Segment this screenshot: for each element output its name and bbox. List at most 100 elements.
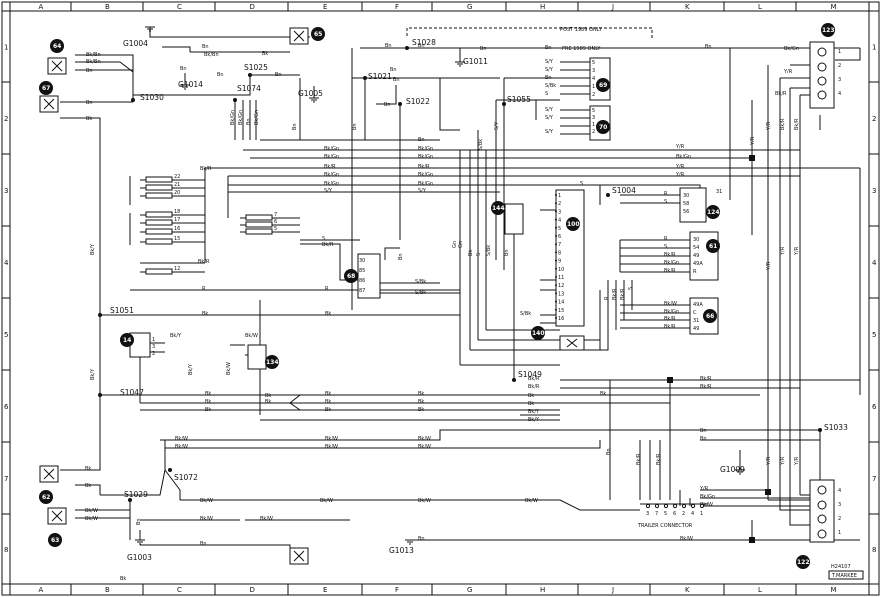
- pin-70: 5: [592, 108, 595, 114]
- wire-label-vertical: Bn: [246, 118, 252, 125]
- fuse-6: [245, 221, 273, 228]
- grid-col-label: A: [39, 3, 44, 11]
- component-callout-66: [703, 309, 717, 323]
- wire-label: Bn: [202, 44, 209, 50]
- wire-label: Bn: [86, 100, 93, 106]
- grid-row-label: 1: [872, 44, 876, 52]
- wire-label: Bk/Gn: [324, 181, 339, 187]
- wire-label: R: [664, 191, 668, 197]
- wire-label: Bn: [480, 46, 487, 52]
- component-124: [679, 187, 707, 223]
- wire-label: Bk/W: [325, 436, 338, 442]
- grid-col-label: E: [323, 586, 327, 594]
- fuse-number: 20: [174, 190, 180, 196]
- wire-label-vertical: Y/R: [766, 121, 772, 131]
- wire-label-vertical: Bk/R: [612, 288, 618, 300]
- wire-label: Bk/R: [700, 376, 712, 382]
- wire-label-vertical: Bk/R: [620, 288, 626, 300]
- component-callout-14: [120, 333, 134, 347]
- splice-s1004: S1004: [612, 186, 636, 195]
- component-callout-64: [50, 39, 64, 53]
- component-number: 61: [709, 243, 717, 250]
- wire-label: S/Y: [324, 188, 333, 194]
- pin-61-49A: 49A: [693, 261, 703, 267]
- wire-label: S/Y: [545, 107, 554, 113]
- component-number: 65: [314, 31, 322, 38]
- trailer-connector-label: TRAILER CONNECTOR: [637, 523, 693, 529]
- wire-label: Bk/Y: [170, 333, 182, 339]
- grid-row-label: 3: [872, 187, 876, 195]
- grid-col-label: J: [611, 3, 614, 11]
- component-number: 62: [42, 494, 50, 501]
- grid-row-label: 4: [872, 259, 877, 267]
- pre-1989-label: PRE 1989 ONLY: [562, 46, 601, 52]
- wire-label: Bn: [700, 428, 707, 434]
- pin-70: 3: [592, 115, 595, 121]
- grid-row-label: 6: [4, 403, 9, 411]
- wire-label: Bk/W: [325, 444, 338, 450]
- pin-numbers: 1234567891011121314151630544949AR3058563…: [152, 49, 841, 536]
- fuse-21: [145, 184, 173, 191]
- pin-122: 4: [838, 488, 841, 494]
- wire-label: R: [202, 286, 206, 292]
- ground-g1014: G1014: [178, 80, 203, 89]
- wire-label: Y/R: [675, 144, 685, 150]
- wire-label: Bk/Y: [528, 409, 540, 415]
- wire-label-vertical: Bk/R: [794, 118, 800, 130]
- fuse-number: 15: [174, 236, 180, 242]
- grid-row-label: 5: [4, 331, 8, 339]
- wire-label: Bk/Gn: [324, 172, 339, 178]
- fuse-number: 22: [174, 174, 180, 180]
- wire-label-vertical: Gn: [458, 241, 464, 248]
- grid-col-label: L: [758, 586, 762, 594]
- wire-label: Bk: [265, 399, 271, 405]
- grid-col-label: L: [758, 3, 762, 11]
- wire-label: S/Bk: [415, 279, 426, 285]
- component-number: 100: [567, 221, 580, 228]
- wire-label: Bk: [528, 393, 534, 399]
- pin-123: 4: [838, 91, 841, 97]
- wire-label: Bk/Gn: [418, 181, 433, 187]
- grid-col-label: G: [467, 3, 472, 11]
- wire-label: Bk/W: [320, 498, 333, 504]
- wire-label: Bk/Bn: [204, 52, 219, 58]
- pin-70: 2: [592, 129, 595, 135]
- component-callout-123: [821, 23, 835, 37]
- pin-69: 3: [592, 68, 595, 74]
- splice-s1030: S1030: [140, 93, 164, 102]
- pin-61-30: 30: [693, 237, 699, 243]
- wire-label-vertical: Bk/R: [656, 453, 662, 465]
- wire-label: R: [664, 236, 668, 242]
- grid-col-label: M: [831, 586, 837, 594]
- grid-col-label: H: [540, 3, 545, 11]
- wire-label-vertical: Bn: [606, 448, 612, 455]
- pin-69: 2: [592, 92, 595, 98]
- grid-col-label: K: [685, 3, 690, 11]
- wire-label-vertical: S/Y: [494, 121, 500, 130]
- trailer-pin-6: 6: [673, 511, 676, 517]
- grid-col-label: A: [39, 586, 44, 594]
- pin-69: 1: [592, 84, 595, 90]
- wire-label: Bk/R: [664, 316, 676, 322]
- grid-row-label: 8: [872, 546, 876, 554]
- wire-label: Bk: [85, 466, 91, 472]
- pin-100-3: 3: [558, 209, 561, 215]
- wire-label: Bk: [325, 391, 331, 397]
- component-callout-65: [311, 27, 325, 41]
- wire-label: Bn: [217, 72, 224, 78]
- wire-label: S: [322, 236, 325, 242]
- wire-label: Bk/R: [664, 268, 676, 274]
- splice-s1022: S1022: [406, 97, 430, 106]
- wire-label-vertical: Bk/Gn: [230, 110, 236, 125]
- wire-label: Bk/Bn: [86, 52, 101, 58]
- component-number: 144: [492, 205, 505, 212]
- grid-row-label: 8: [4, 546, 8, 554]
- wire-label: Bk/Bn: [86, 59, 101, 65]
- wire-label-vertical: Bn: [136, 518, 142, 525]
- wire-label-vertical: Bk/Gn: [254, 110, 260, 125]
- grid-row-label: 3: [4, 187, 8, 195]
- wire-label: Bn: [418, 536, 425, 542]
